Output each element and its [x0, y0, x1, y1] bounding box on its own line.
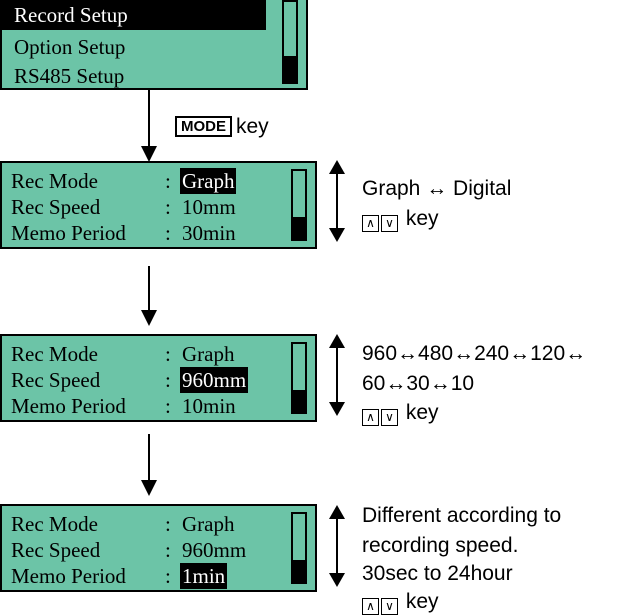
menu-scrollbar[interactable]	[282, 0, 298, 84]
row-label: Rec Mode	[11, 169, 98, 193]
menu-selection-bar	[2, 0, 266, 30]
row-value[interactable]: Graph	[182, 512, 235, 536]
scrollbar-thumb[interactable]	[293, 390, 305, 412]
note-screen-2-line-1: 960↔480↔240↔120↔	[362, 342, 587, 365]
row-label: Rec Mode	[11, 512, 98, 536]
row-colon: :	[165, 394, 171, 418]
scrollbar[interactable]	[291, 342, 307, 414]
row-value[interactable]: Graph	[180, 168, 237, 194]
note-screen-3-line-2: recording speed.	[362, 534, 519, 557]
row-label: Memo Period	[11, 564, 126, 588]
scrollbar[interactable]	[291, 512, 307, 584]
note-screen-2-line-2: 60↔30↔10	[362, 372, 475, 395]
key-hint-1: ∧∨ key	[362, 206, 439, 232]
menu-item-rs485-setup[interactable]: RS485 Setup	[14, 64, 125, 88]
row-label: Rec Speed	[11, 195, 101, 219]
row-colon: :	[165, 221, 171, 245]
lcd-screen-2: Rec Mode : Graph Rec Speed : 960mm Memo …	[0, 334, 317, 422]
row-label: Rec Speed	[11, 368, 101, 392]
row-value[interactable]: 960mm	[180, 367, 249, 393]
key-hint-2: ∧∨ key	[362, 400, 439, 426]
row-label: Rec Mode	[11, 342, 98, 366]
down-arrow-3	[141, 434, 157, 496]
note-screen-3-line-3: 30sec to 24hour	[362, 562, 513, 585]
key-word: key	[405, 590, 439, 613]
note-screen-1-line-1: Graph ↔ Digital	[362, 177, 512, 200]
up-key-icon: ∧	[362, 409, 379, 426]
row-value[interactable]: Graph	[182, 342, 235, 366]
row-colon: :	[165, 368, 171, 392]
row-colon: :	[165, 195, 171, 219]
row-value[interactable]: 10min	[182, 394, 236, 418]
down-arrow-mode	[141, 88, 157, 162]
scrollbar-thumb[interactable]	[293, 217, 305, 239]
row-value[interactable]: 30min	[182, 221, 236, 245]
down-key-icon: ∨	[381, 598, 398, 615]
row-value[interactable]: 960mm	[182, 538, 247, 562]
down-key-icon: ∨	[381, 409, 398, 426]
top-menu-lcd: Record Setup Option Setup RS485 Setup	[0, 0, 308, 90]
up-key-icon: ∧	[362, 598, 379, 615]
down-arrow-2	[141, 266, 157, 326]
mode-key-icon: MODE	[175, 116, 232, 137]
menu-item-record-setup[interactable]: Record Setup	[14, 3, 128, 27]
up-key-icon: ∧	[362, 215, 379, 232]
menu-item-option-setup[interactable]: Option Setup	[14, 35, 126, 59]
row-colon: :	[165, 564, 171, 588]
key-word: key	[405, 401, 439, 424]
row-colon: :	[165, 512, 171, 536]
key-hint-3: ∧∨ key	[362, 589, 439, 615]
key-word: key	[405, 207, 439, 230]
row-colon: :	[165, 342, 171, 366]
row-colon: :	[165, 169, 171, 193]
row-value[interactable]: 1min	[180, 563, 228, 589]
down-key-icon: ∨	[381, 215, 398, 232]
double-arrow-3	[329, 505, 345, 587]
row-label: Memo Period	[11, 221, 126, 245]
double-arrow-1	[329, 160, 345, 242]
row-label: Rec Speed	[11, 538, 101, 562]
row-colon: :	[165, 538, 171, 562]
note-screen-3-line-1: Different according to	[362, 504, 562, 527]
scrollbar-thumb[interactable]	[293, 560, 305, 582]
menu-scrollbar-thumb[interactable]	[284, 56, 296, 82]
row-value[interactable]: 10mm	[182, 195, 236, 219]
double-arrow-2	[329, 334, 345, 416]
scrollbar[interactable]	[291, 169, 307, 241]
lcd-screen-3: Rec Mode : Graph Rec Speed : 960mm Memo …	[0, 504, 317, 592]
row-label: Memo Period	[11, 394, 126, 418]
lcd-screen-1: Rec Mode : Graph Rec Speed : 10mm Memo P…	[0, 161, 317, 249]
mode-key-word: key	[236, 115, 269, 138]
